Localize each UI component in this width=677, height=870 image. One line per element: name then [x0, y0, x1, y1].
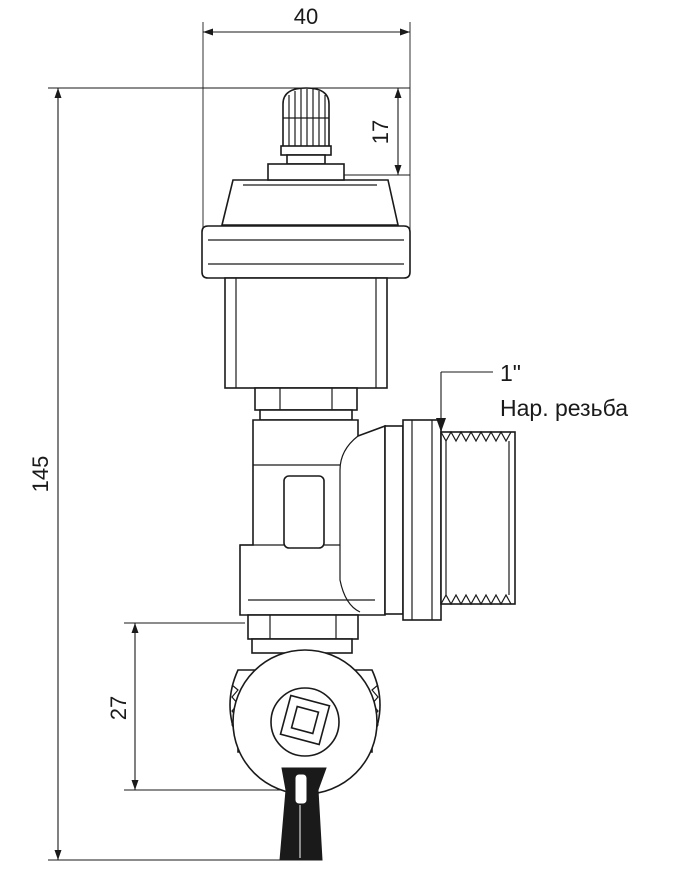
drain-valve — [229, 649, 381, 795]
lower-coupling — [247, 614, 359, 654]
dimension-width-label: 40 — [294, 4, 318, 29]
thread-type-label: Нар. резьба — [500, 395, 628, 421]
vent-cap — [272, 87, 340, 167]
dimension-total-height: 145 — [28, 87, 300, 861]
thread-size-label: 1" — [500, 360, 521, 386]
dimension-total-height-label: 145 — [28, 456, 53, 493]
tee-body — [239, 419, 442, 621]
dimension-width: 40 — [202, 4, 411, 230]
dimension-lower-height: 27 — [106, 622, 300, 791]
drain-handle — [279, 767, 327, 861]
thread-callout: 1" Нар. резьба — [436, 360, 628, 432]
dimension-lower-height-label: 27 — [106, 696, 131, 720]
hex-nut — [254, 387, 358, 421]
dimension-cap-height-label: 17 — [368, 120, 393, 144]
dimension-cap-height: 17 — [310, 87, 410, 176]
valve-head — [201, 163, 411, 389]
external-thread — [440, 430, 516, 606]
